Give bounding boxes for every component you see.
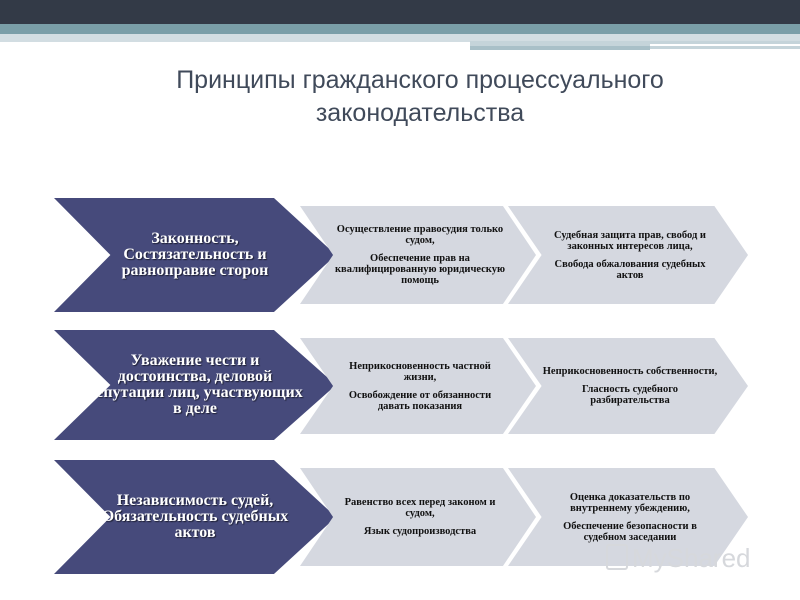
detail-line: Судебная защита прав, свобод и законных … bbox=[554, 229, 706, 252]
principle-main-label: Независимость судей, Обязательность суде… bbox=[101, 492, 289, 541]
principle-detail-label: Неприкосновенность собственности, Гласнос… bbox=[508, 366, 748, 406]
detail-line: Неприкосновенность собственности, bbox=[542, 366, 718, 377]
detail-line: Обеспечение прав на квалифицированную юр… bbox=[335, 253, 505, 286]
detail-line: Свобода обжалования судебных актов bbox=[554, 258, 706, 281]
detail-line: Равенство всех перед законом и судом, bbox=[344, 497, 496, 519]
principle-main-chevron: Независимость судей, Обязательность суде… bbox=[54, 460, 336, 574]
detail-line: Обеспечение безопасности в судебном засе… bbox=[563, 520, 697, 543]
principle-detail-chevron: Осуществление правосудия только судом, Об… bbox=[300, 206, 536, 304]
watermark: MyShared bbox=[606, 543, 751, 574]
detail-line: Оценка доказательств по внутреннему убеж… bbox=[569, 491, 691, 514]
header-band bbox=[0, 0, 800, 24]
detail-line: Неприкосновенность частной жизни, bbox=[349, 360, 491, 383]
principle-main-chevron: Законность, Состязательность и равноправ… bbox=[54, 198, 336, 312]
principle-detail-label: Неприкосновенность частной жизни, Освобож… bbox=[300, 361, 536, 412]
header-decor-line-light bbox=[650, 44, 800, 46]
detail-line: Освобождение от обязанности давать показ… bbox=[348, 389, 492, 412]
detail-line: Гласность судебного разбирательства bbox=[582, 384, 678, 406]
watermark-text: MyShared bbox=[632, 543, 751, 573]
principle-detail-chevron: Неприкосновенность собственности, Гласнос… bbox=[508, 338, 748, 434]
principle-main-chevron: Уважение чести и достоинства, деловой ре… bbox=[54, 330, 336, 440]
principle-detail-label: Оценка доказательств по внутреннему убеж… bbox=[508, 492, 748, 543]
principle-detail-chevron: Неприкосновенность частной жизни, Освобож… bbox=[300, 338, 536, 434]
header-decor-strip bbox=[470, 41, 800, 49]
principle-main-label: Уважение чести и достоинства, деловой ре… bbox=[87, 352, 303, 417]
header-light-band bbox=[0, 34, 800, 42]
principle-detail-chevron: Оценка доказательств по внутреннему убеж… bbox=[508, 468, 748, 566]
principle-detail-chevron: Судебная защита прав, свобод и законных … bbox=[508, 206, 748, 304]
principle-detail-label: Равенство всех перед законом и судом, Язы… bbox=[300, 497, 536, 537]
detail-line: Осуществление правосудия только судом, bbox=[336, 224, 504, 246]
principle-detail-chevron: Равенство всех перед законом и судом, Язы… bbox=[300, 468, 536, 566]
slide-title: Принципы гражданского процессуального за… bbox=[176, 66, 664, 127]
detail-line: Язык судопроизводства bbox=[363, 526, 477, 537]
header-decor-line bbox=[470, 46, 650, 50]
header-accent-band bbox=[0, 24, 800, 34]
principle-detail-label: Осуществление правосудия только судом, Об… bbox=[300, 224, 536, 286]
principle-detail-label: Судебная защита прав, свобод и законных … bbox=[508, 230, 748, 281]
presentation-icon bbox=[606, 544, 628, 570]
principle-main-label: Законность, Состязательность и равноправ… bbox=[121, 230, 269, 279]
